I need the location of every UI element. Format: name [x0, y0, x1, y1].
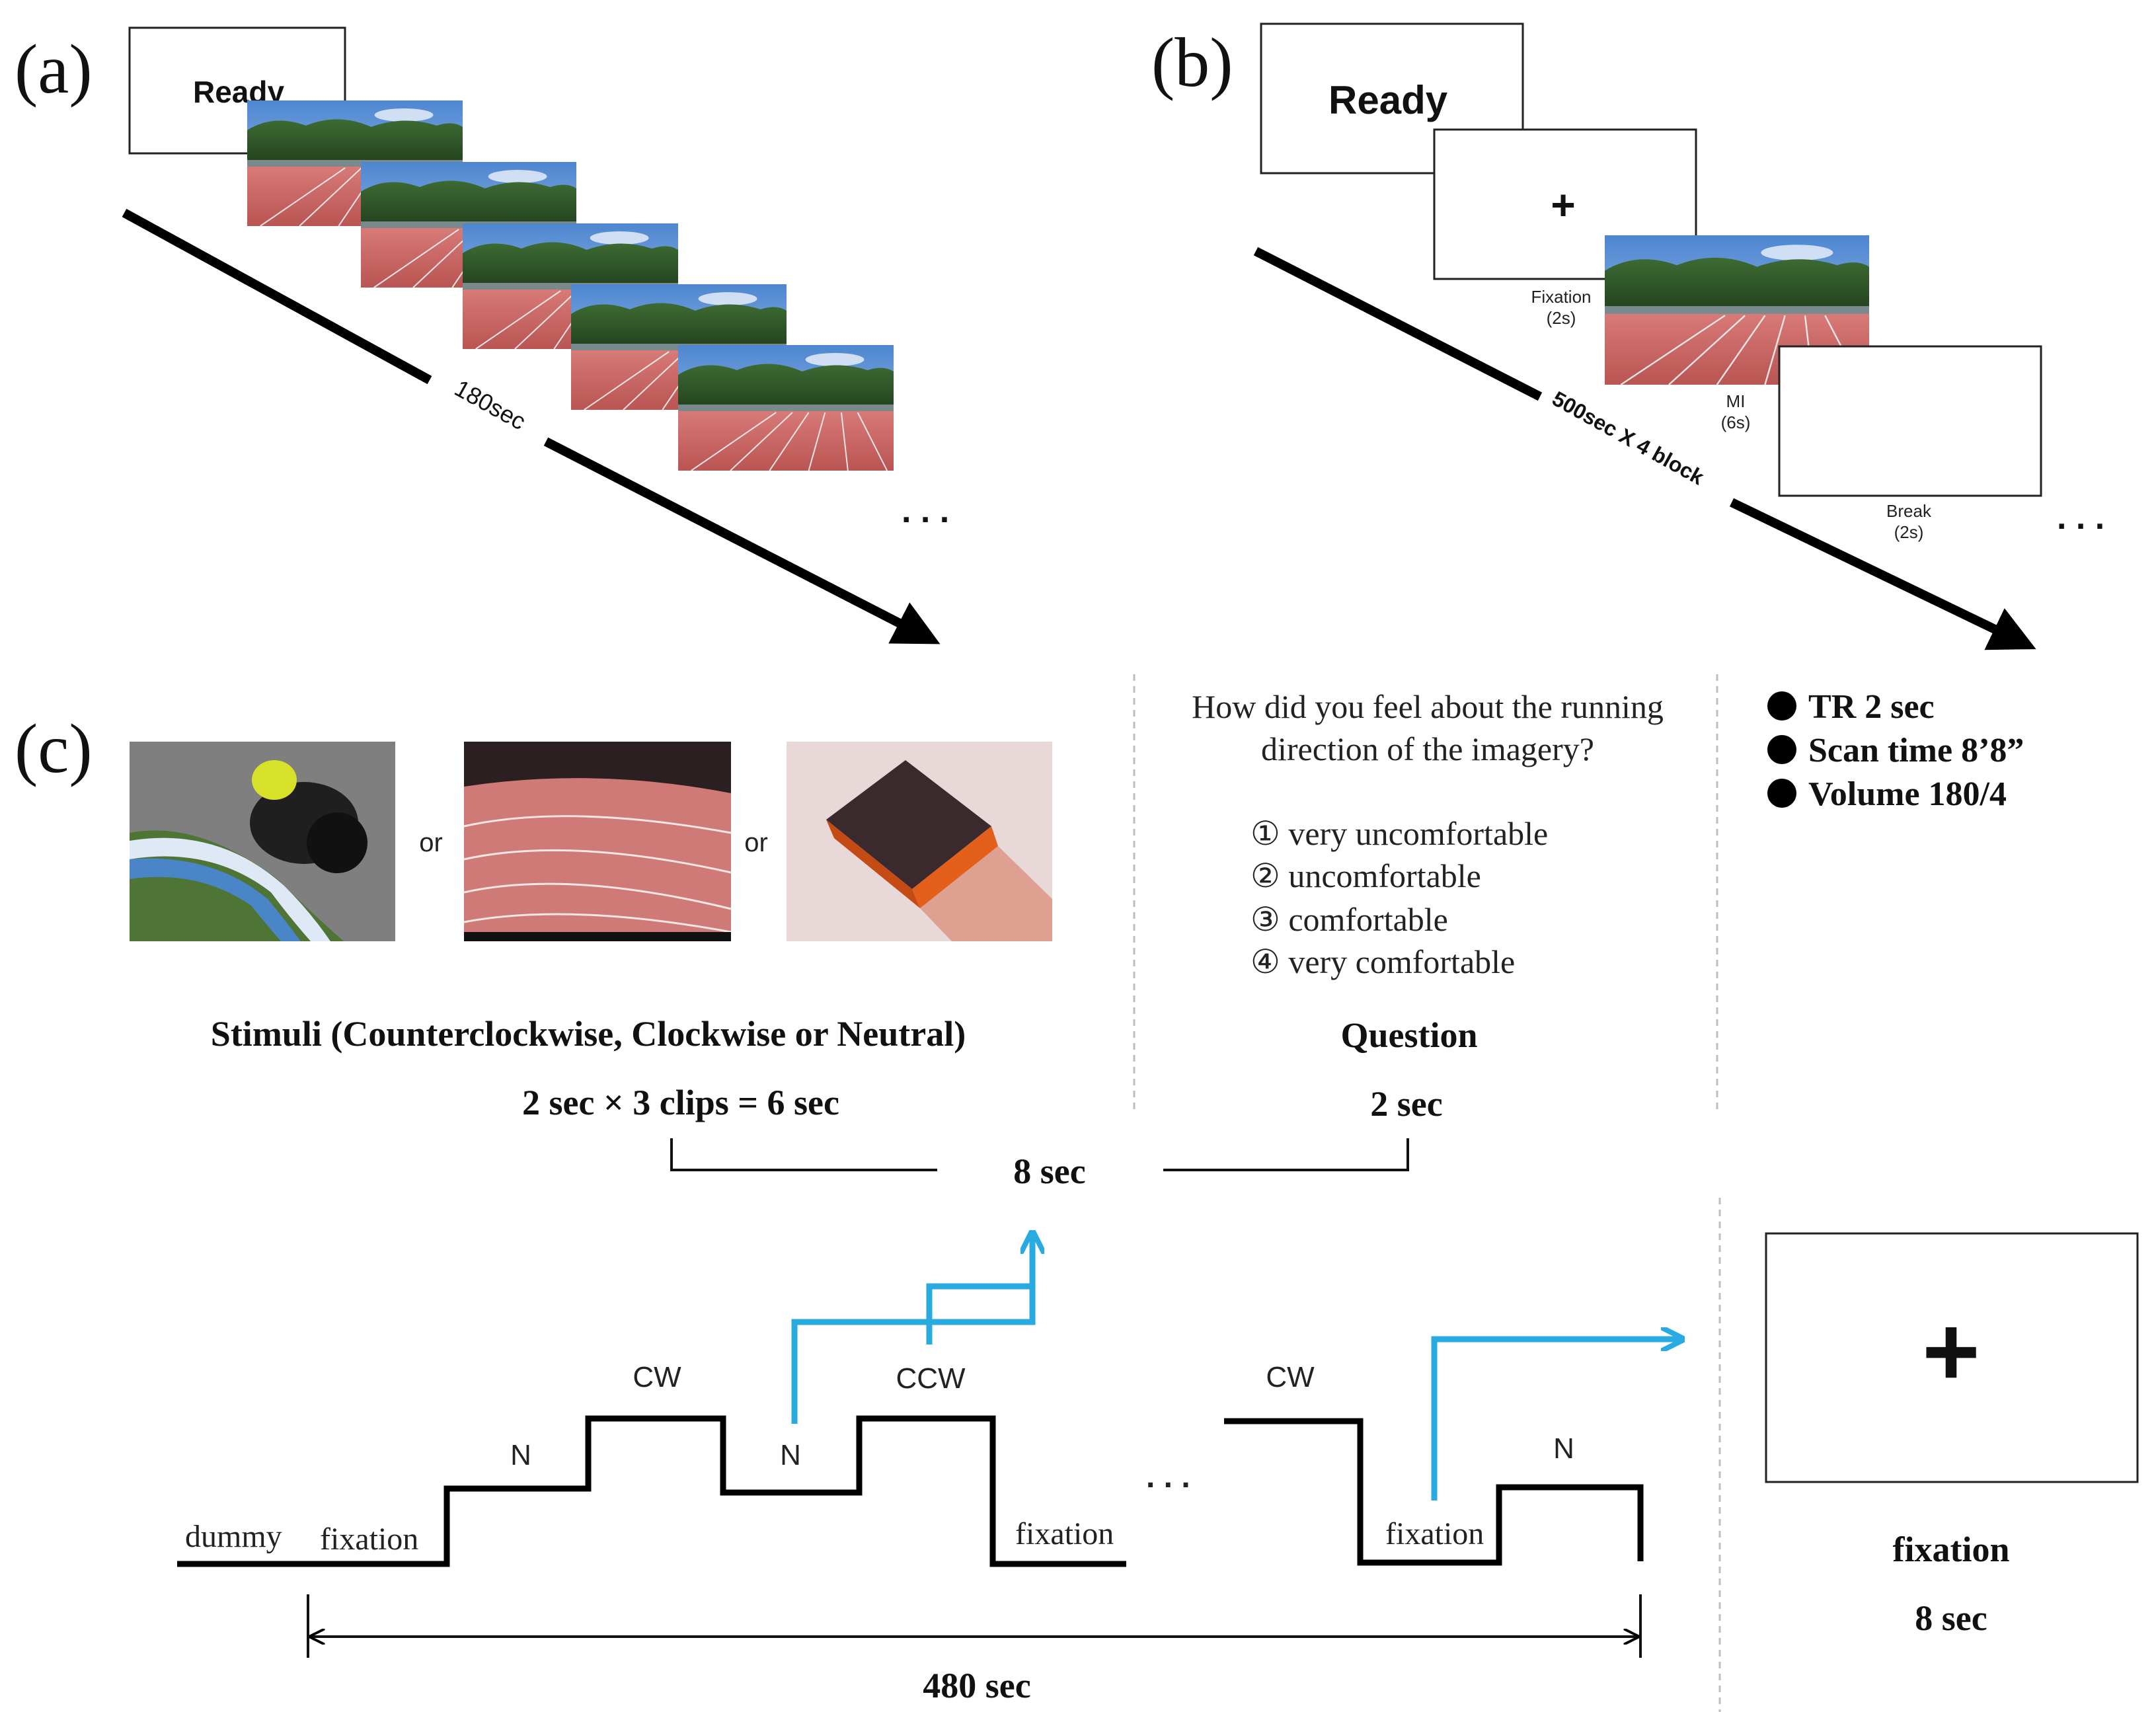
answer-option: ③ comfortable — [1251, 901, 1448, 938]
fixation-caption: Fixation — [1531, 287, 1591, 307]
stimulus-neutral-image — [787, 742, 1052, 941]
ready-text: Ready — [1328, 78, 1448, 122]
bullet-icon — [1767, 691, 1796, 720]
panel-c-label: (c) — [15, 710, 93, 787]
or-label: or — [744, 828, 768, 857]
answer-option: ② uncomfortable — [1251, 857, 1481, 894]
fixation-screen — [1765, 1232, 2139, 1483]
fixation-cross: + — [1922, 1296, 1980, 1407]
ellipsis: . . . — [2057, 498, 2104, 537]
fixation-title: fixation — [1892, 1530, 2009, 1569]
param-tr: TR 2 sec — [1808, 688, 1935, 726]
answer-option: ④ very comfortable — [1251, 943, 1515, 980]
question-timing: 2 sec — [1370, 1084, 1442, 1124]
run-total: 480 sec — [923, 1666, 1030, 1705]
fixation-time: (2s) — [1547, 308, 1576, 328]
fixation-label: fixation — [320, 1522, 418, 1557]
question-text-line2: direction of the imagery? — [1261, 730, 1594, 767]
break-screen — [1778, 345, 2042, 497]
duration-label: 500sec X 4 block — [1549, 387, 1709, 490]
trial-callout-arrow-branch — [926, 1283, 1032, 1344]
fixation-label: fixation — [1015, 1516, 1114, 1551]
panel-c: (c) or or St — [15, 674, 2139, 1712]
fixation-label: fixation — [1385, 1516, 1484, 1551]
question-title: Question — [1340, 1015, 1477, 1055]
bullet-icon — [1767, 779, 1796, 808]
answer-options: ① very uncomfortable ② uncomfortable ③ c… — [1251, 815, 1548, 980]
duration-label: 180sec — [450, 374, 530, 435]
video-frame-stack — [247, 100, 894, 471]
fixation-timing: 8 sec — [1915, 1598, 1987, 1638]
question-text-line1: How did you feel about the running — [1192, 688, 1664, 725]
break-caption: Break — [1886, 501, 1932, 521]
video-frame — [678, 345, 894, 471]
trial-bracket-left — [670, 1138, 937, 1171]
ellipsis: . . . — [902, 492, 949, 530]
trial-callout-arrow — [791, 1235, 1032, 1424]
block-design-waveform — [177, 1415, 1126, 1567]
neutral-label: N — [1553, 1432, 1574, 1465]
scan-parameters: TR 2 sec Scan time 8’8” Volume 180/4 — [1767, 688, 2024, 813]
param-volume: Volume 180/4 — [1808, 775, 2007, 813]
neutral-label: N — [780, 1439, 801, 1471]
mi-caption: MI — [1726, 391, 1746, 411]
neutral-label: N — [510, 1439, 531, 1471]
stimulus-counterclockwise-image — [130, 742, 395, 941]
clockwise-label: CW — [633, 1361, 681, 1393]
panel-b-label: (b) — [1151, 24, 1233, 101]
stimuli-timing: 2 sec × 3 clips = 6 sec — [522, 1083, 839, 1122]
panel-b: (b) Ready + Fixation (2s) MI (6s) Break … — [1151, 22, 2104, 645]
trial-total: 8 sec — [1013, 1151, 1085, 1191]
mi-time: (6s) — [1721, 412, 1751, 432]
param-scan-time: Scan time 8’8” — [1808, 732, 2024, 769]
stimuli-title: Stimuli (Counterclockwise, Clockwise or … — [211, 1014, 966, 1054]
fixation-callout-arrow — [1431, 1339, 1680, 1500]
fixation-cross: + — [1551, 181, 1575, 229]
trial-bracket-right — [1163, 1138, 1409, 1171]
break-time: (2s) — [1894, 522, 1924, 542]
panel-a: (a) Ready 180sec . . . — [15, 26, 949, 640]
counterclockwise-label: CCW — [896, 1362, 966, 1395]
or-label: or — [419, 828, 443, 857]
answer-option: ① very uncomfortable — [1251, 815, 1548, 852]
bullet-icon — [1767, 735, 1796, 764]
dummy-label: dummy — [185, 1519, 282, 1554]
timeline-arrow — [122, 208, 932, 640]
stimulus-clockwise-image — [463, 742, 732, 941]
waveform-ellipsis: . . . — [1146, 1459, 1190, 1495]
block-design-waveform-end — [1224, 1418, 1644, 1566]
clockwise-label: CW — [1266, 1361, 1315, 1393]
timeline-arrow — [1253, 247, 2028, 645]
panel-a-label: (a) — [15, 30, 93, 108]
